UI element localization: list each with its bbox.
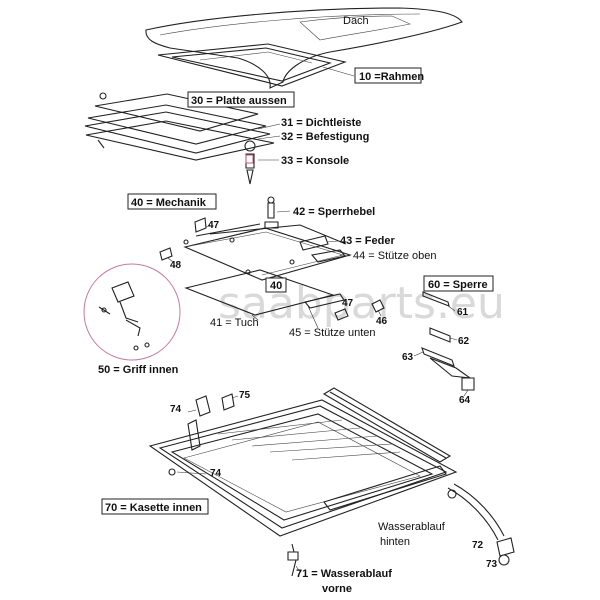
- part-40-box: [265, 277, 287, 293]
- label-75: 75: [239, 390, 251, 401]
- label-lock-lever: 42 = Sperrhebel: [293, 206, 375, 218]
- label-frame: 10 =Rahmen: [359, 71, 424, 83]
- outer-panel-label-box: [187, 91, 295, 108]
- mechanism-label-box: [127, 193, 217, 210]
- inner-handle-part: [83, 263, 181, 361]
- label-73: 73: [486, 559, 498, 570]
- console-marker: [245, 154, 254, 164]
- label-drain-front-line2: vorne: [322, 583, 352, 595]
- label-61: 61: [457, 307, 469, 318]
- label-lower-support: 45 = Stütze unten: [289, 327, 376, 339]
- label-upper-support: 44 = Stütze oben: [353, 250, 436, 262]
- label-roof: Dach: [343, 15, 369, 27]
- label-40: 40: [270, 280, 282, 292]
- roof-part: [145, 7, 463, 89]
- label-63: 63: [402, 352, 414, 363]
- lock-part: [413, 291, 475, 397]
- label-62: 62: [458, 336, 470, 347]
- label-cassette: 70 = Kasette innen: [105, 502, 202, 514]
- label-drain-rear-line2: hinten: [380, 536, 410, 548]
- label-console: 33 = Konsole: [281, 155, 349, 167]
- label-outer-panel: 30 = Platte aussen: [191, 95, 287, 107]
- frame-part: [157, 43, 355, 87]
- label-spring: 43 = Feder: [340, 235, 395, 247]
- label-seal-strip: 31 = Dichtleiste: [281, 117, 361, 129]
- label-72: 72: [472, 540, 484, 551]
- label-47a: 47: [208, 220, 220, 231]
- cassette-label-box: [101, 498, 209, 515]
- label-cloth: 41 = Tuch: [210, 317, 259, 329]
- outer-panel-part: [84, 92, 281, 185]
- label-46: 46: [376, 316, 388, 327]
- label-64: 64: [459, 395, 471, 406]
- label-lock: 60 = Sperre: [428, 279, 488, 291]
- label-fastening: 32 = Befestigung: [281, 131, 369, 143]
- frame-label-box: [354, 67, 422, 84]
- label-47b: 47: [342, 298, 354, 309]
- label-drain-front-line1: 71 = Wasserablauf: [296, 568, 392, 580]
- label-drain-rear-line1: Wasserablauf: [378, 521, 446, 533]
- label-74b: 74: [210, 468, 222, 479]
- label-74a: 74: [170, 404, 182, 415]
- label-48: 48: [170, 260, 182, 271]
- label-mechanism: 40 = Mechanik: [131, 197, 207, 209]
- lock-label-box: [423, 275, 494, 292]
- label-inner-handle: 50 = Griff innen: [98, 364, 179, 376]
- mechanism-part: [159, 196, 385, 329]
- cassette-part: [148, 387, 515, 577]
